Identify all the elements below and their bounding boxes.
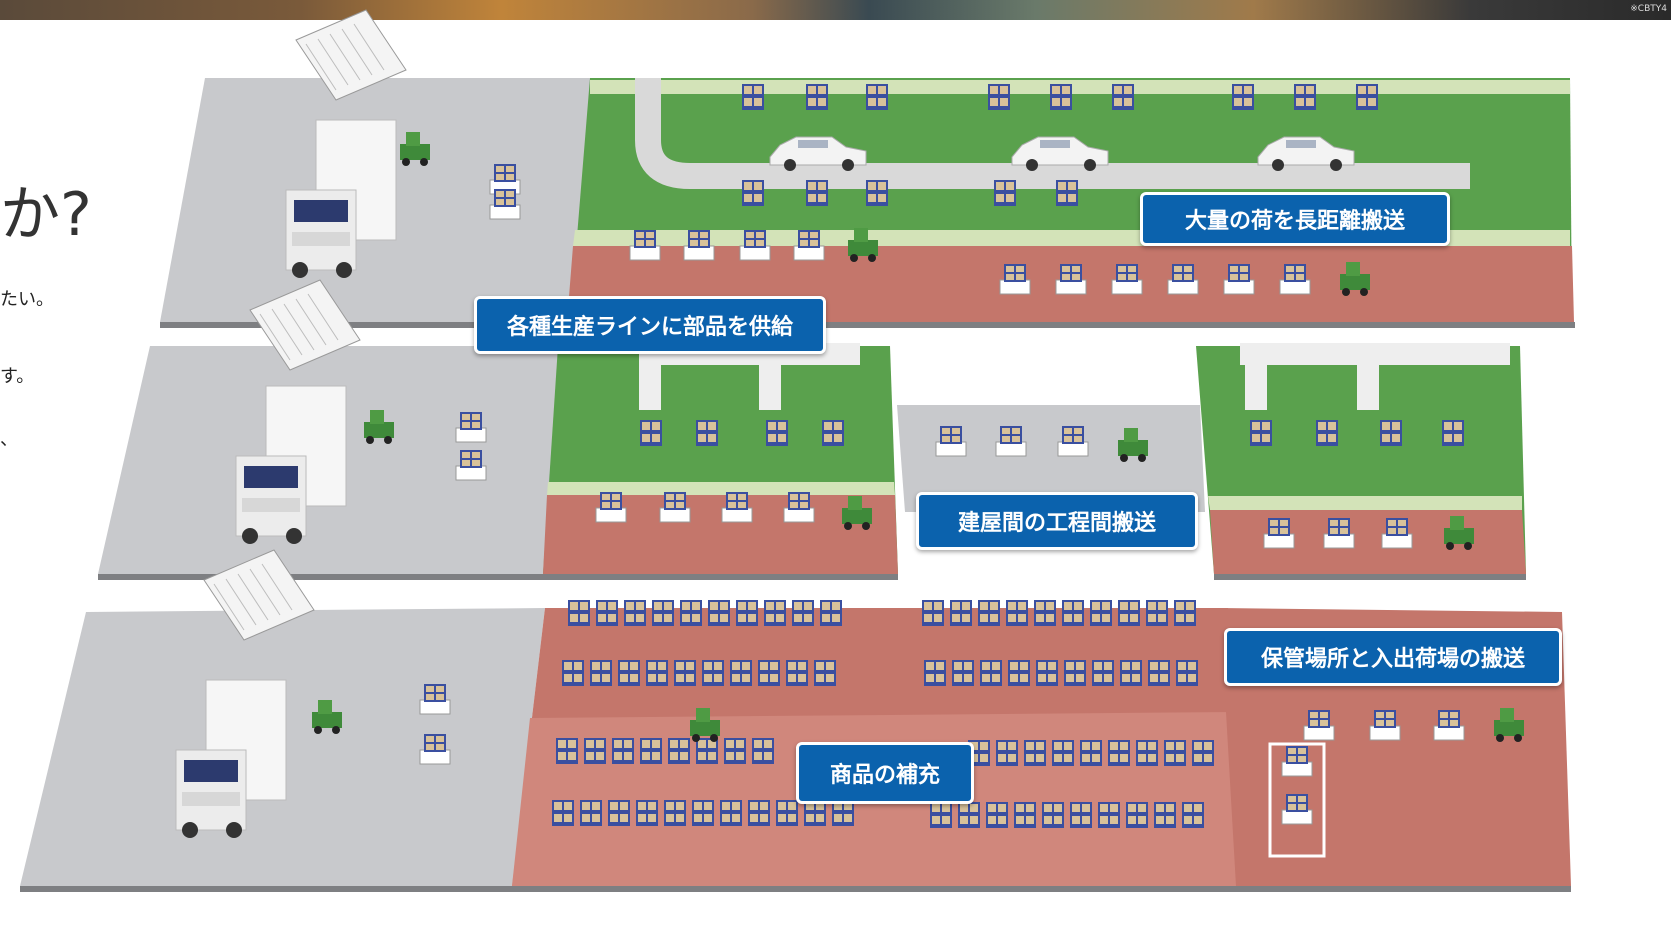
side-text-line-3: 、	[0, 429, 18, 450]
level-3-vehicles	[175, 549, 1524, 858]
label-product-replenishment: 商品の補充	[796, 742, 974, 804]
banner-note: ※CBTY4	[1630, 4, 1667, 14]
side-text-line-1: たい。	[0, 289, 54, 310]
photo-strip: ※CBTY4	[0, 0, 1671, 20]
page-heading: か?	[0, 180, 92, 250]
label-production-line-supply: 各種生産ラインに部品を供給	[474, 296, 826, 354]
label-storage-shipping-transport: 保管場所と入出荷場の搬送	[1224, 628, 1562, 686]
label-long-distance-transport: 大量の荷を長距離搬送	[1140, 192, 1450, 246]
label-between-buildings-transport: 建屋間の工程間搬送	[916, 492, 1198, 550]
side-text-line-2: す。	[0, 366, 35, 387]
